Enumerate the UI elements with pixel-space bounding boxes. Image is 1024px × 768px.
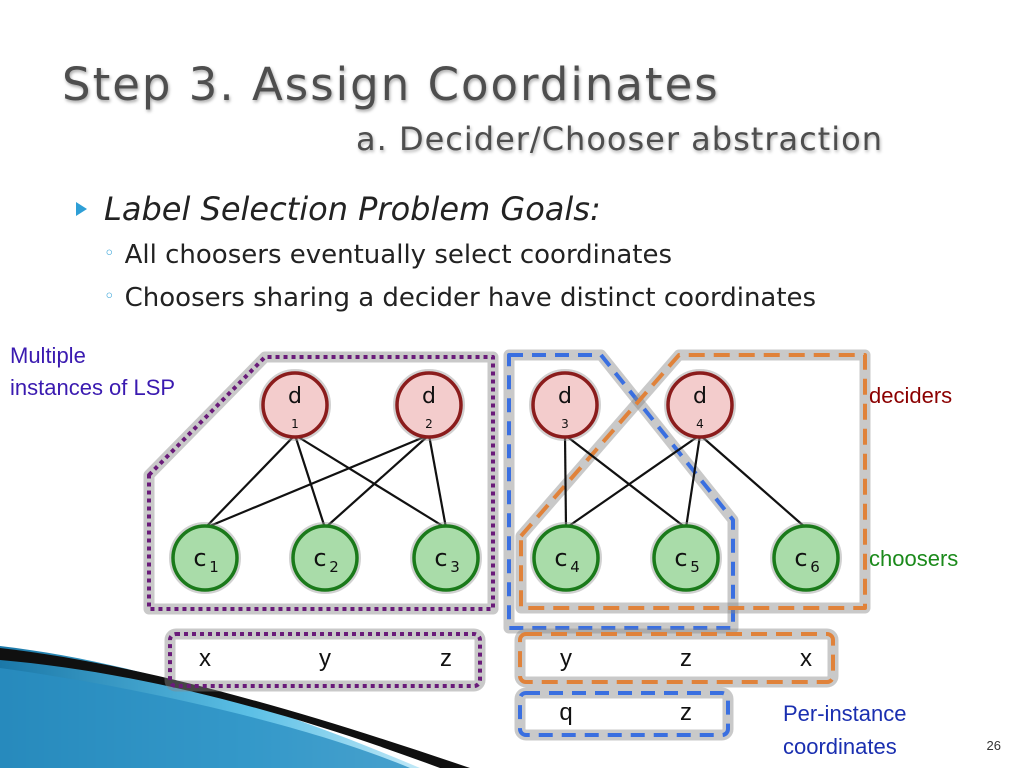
coordinate-orange-2: x: [800, 645, 812, 672]
edge-d4-c4: [565, 434, 701, 529]
coordinate-orange-1: z: [680, 645, 692, 672]
edge-d2-c3: [427, 434, 448, 529]
sub-bullet-2: ◦ Choosers sharing a decider have distinc…: [104, 283, 816, 313]
decider-node-d3: d3: [529, 369, 601, 441]
sub-bullet-text: Choosers sharing a decider have distinct…: [124, 283, 817, 313]
coordinate-orange-0: y: [560, 645, 572, 672]
coordinate-blue-1: z: [680, 699, 692, 726]
edge-d4-c6: [699, 434, 807, 529]
edge-d1-c1: [204, 434, 296, 529]
decider-index: 4: [696, 417, 704, 431]
edge-d1-c2: [293, 434, 327, 529]
edge-d3-c4: [563, 434, 568, 529]
coordinate-purple-2: z: [440, 645, 452, 672]
decider-node-d4: d4: [664, 369, 736, 441]
slide-title: Step 3. Assign Coordinates: [62, 58, 720, 111]
decider-label: d: [422, 384, 436, 409]
edge-d4-c5: [684, 434, 702, 529]
coordinate-blue-0: q: [559, 699, 572, 726]
graph-edges: [204, 433, 807, 530]
coord-box-orange: [514, 628, 839, 688]
slide-subtitle: a. Decider/Chooser abstraction: [356, 120, 883, 158]
region-purple-instance: [143, 351, 499, 615]
chooser-label: c: [794, 544, 807, 572]
edge-d2-c1: [204, 433, 430, 530]
decider-index: 3: [561, 417, 569, 431]
ring-bullet-icon: ◦: [104, 243, 115, 264]
annotation-choosers: choosers: [869, 546, 959, 571]
ring-bullet-icon: ◦: [104, 286, 115, 307]
coordinate-purple-1: y: [319, 645, 331, 672]
chooser-label: c: [674, 544, 687, 572]
sub-bullet-text: All choosers eventually select coordinat…: [124, 240, 673, 270]
slide-number: 26: [987, 738, 1001, 753]
chooser-index: 6: [810, 558, 820, 576]
chooser-label: c: [434, 544, 447, 572]
chooser-index: 2: [329, 558, 339, 576]
chooser-index: 4: [570, 558, 580, 576]
coord-box-purple: [164, 628, 486, 692]
chooser-label: c: [193, 544, 206, 572]
decider-node-d2: d2: [393, 369, 465, 441]
decider-index: 2: [425, 417, 433, 431]
coord-box-blue: [514, 687, 734, 741]
chooser-index: 3: [450, 558, 460, 576]
annotation-multiple-instances: Multiple instances of LSP: [10, 343, 176, 400]
decider-label: d: [558, 384, 572, 409]
annotation-deciders: deciders: [869, 383, 953, 408]
annotation-per-instance: Per-instance coordinates: [783, 701, 907, 759]
bullet-arrow-icon: [76, 202, 87, 216]
chooser-index: 5: [690, 558, 700, 576]
decorative-wave: [0, 646, 470, 768]
sub-bullet-1: ◦ All choosers eventually select coordina…: [104, 240, 672, 270]
decider-label: d: [693, 384, 707, 409]
edge-d1-c3: [294, 434, 447, 529]
coordinate-purple-0: x: [199, 645, 211, 672]
decider-label: d: [288, 384, 302, 409]
edge-d3-c5: [564, 434, 687, 529]
bullet-main: Label Selection Problem Goals:: [104, 190, 601, 228]
decider-node-d1: d1: [259, 369, 331, 441]
region-orange-instance: [515, 349, 871, 614]
decider-index: 1: [291, 417, 299, 431]
region-blue-instance: [503, 349, 739, 634]
chooser-label: c: [554, 544, 567, 572]
edge-d2-c2: [324, 434, 430, 529]
coordinate-values: x y z y z x q z: [199, 645, 812, 726]
chooser-label: c: [313, 544, 326, 572]
chooser-index: 1: [209, 558, 219, 576]
